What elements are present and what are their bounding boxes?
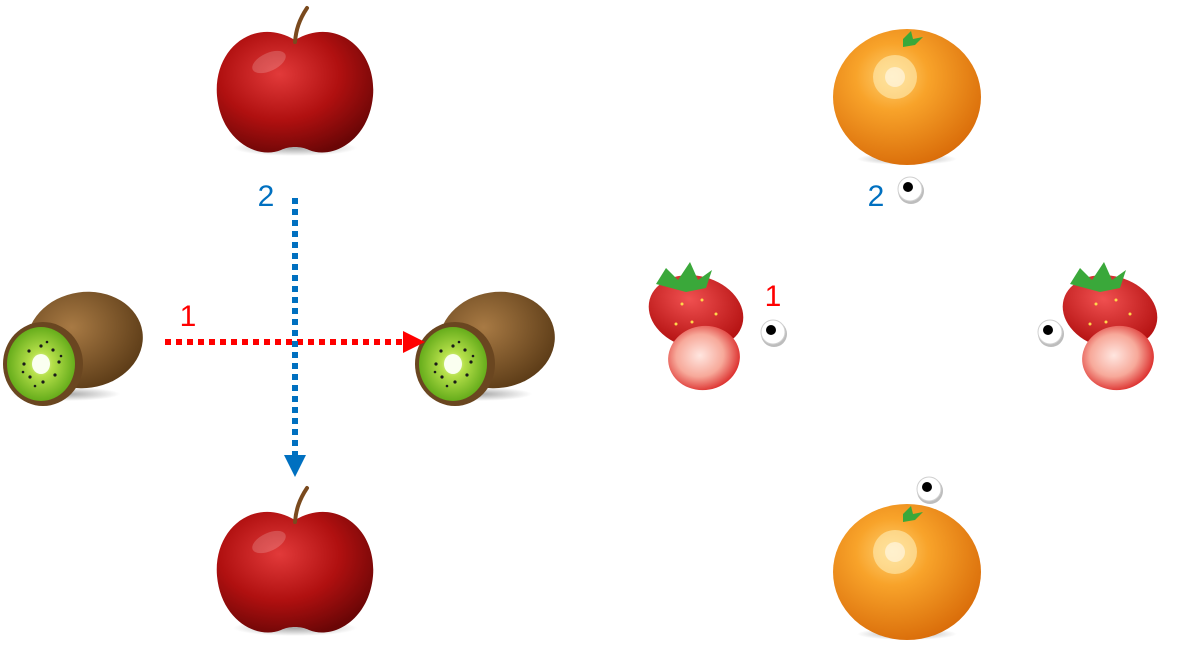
step-2-arrowhead [284,455,306,477]
googly-eye-icon [1037,319,1065,348]
apple-top-icon [214,6,376,158]
step-1-arrowhead [403,331,425,353]
apple-bottom-icon [214,486,376,638]
kiwi-left-icon [3,284,150,406]
googly-eye-icon [897,176,925,205]
googly-eye-icon [760,319,788,348]
googly-eye-icon [916,476,944,505]
strawberry-right-icon [1054,262,1166,396]
orange-bottom-icon [833,504,981,640]
orange-top-icon [833,29,981,165]
right-step-2-label: 2 [868,180,885,213]
right-step-1-label: 1 [765,280,782,313]
kiwi-right-icon [415,284,562,406]
strawberry-left-icon [640,262,752,396]
left-step-2-label: 2 [258,180,275,213]
left-step-1-label: 1 [180,300,197,333]
